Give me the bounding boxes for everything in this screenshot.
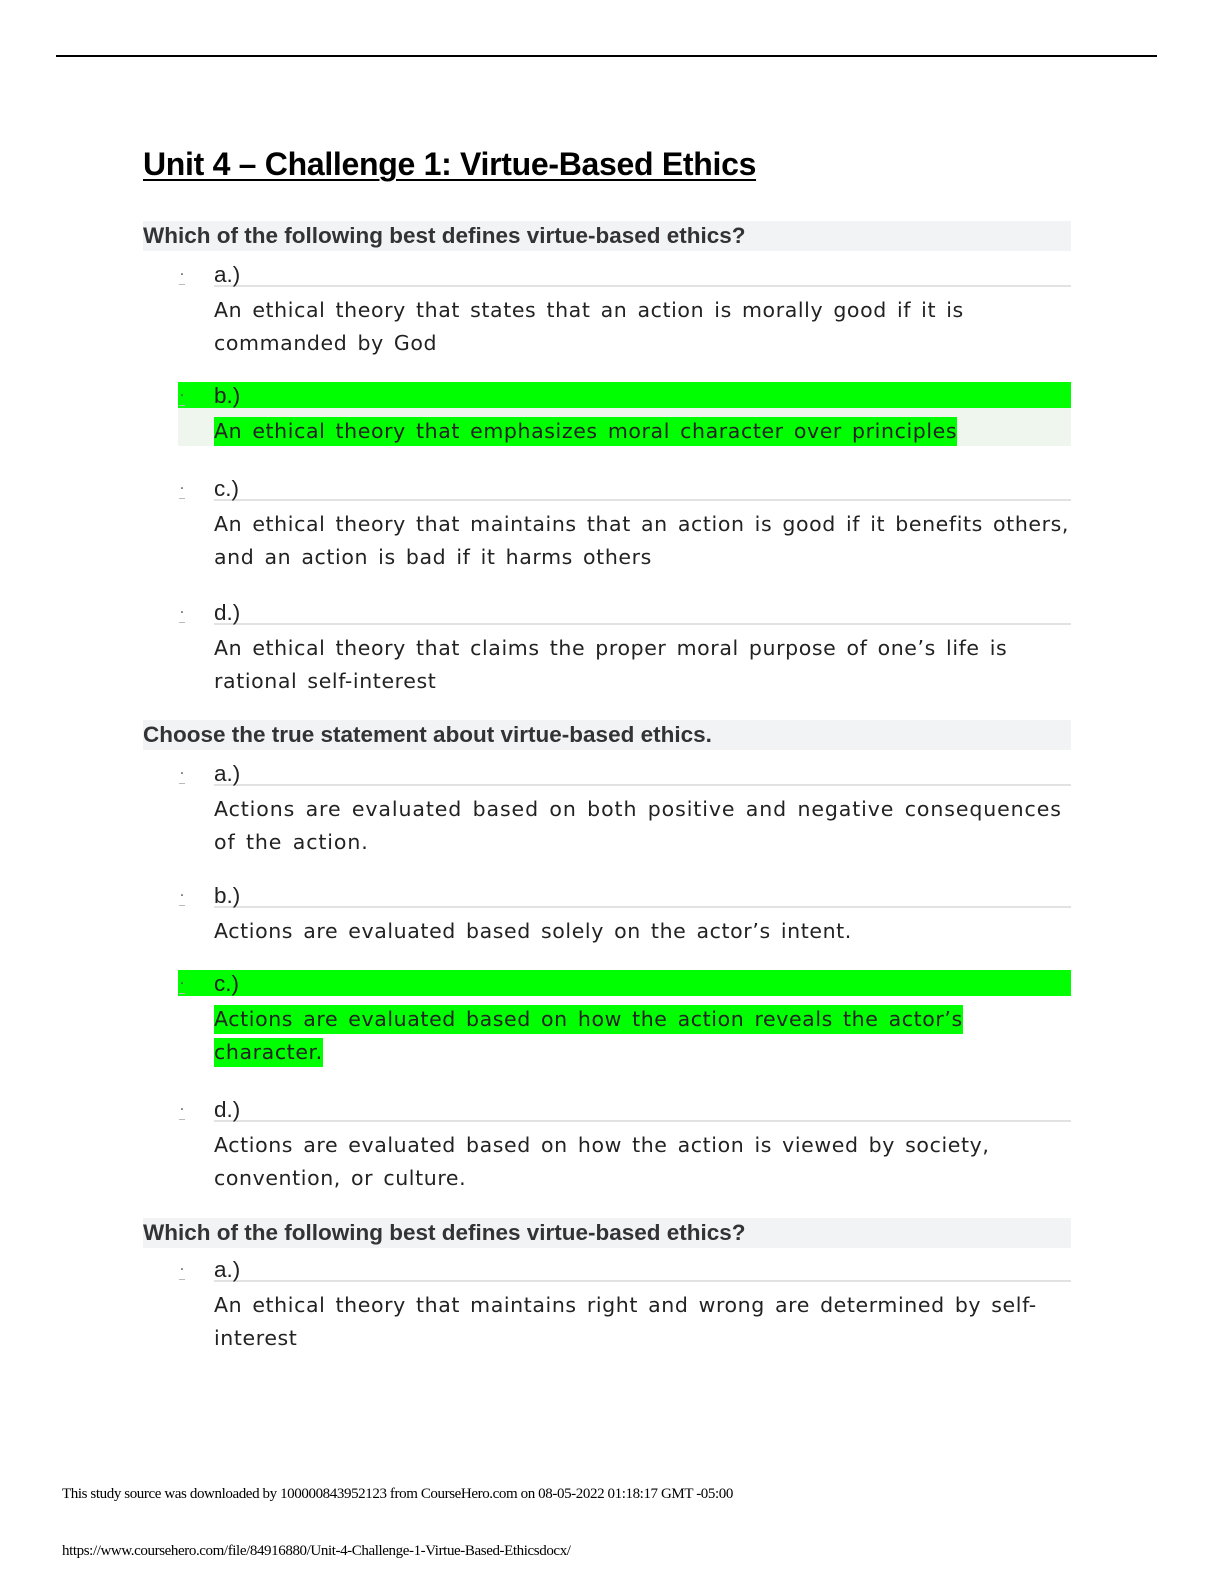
option-text: An ethical theory that emphasizes moral … [214, 415, 1071, 448]
option-letter: d.) [214, 1096, 1071, 1122]
source-url-link[interactable]: https://www.coursehero.com/file/84916880… [62, 1543, 571, 1559]
option-letter: a.) [214, 760, 1071, 786]
question-text: Which of the following best defines virt… [143, 221, 1071, 251]
bullet-icon: · [179, 1262, 185, 1280]
option-text: Actions are evaluated based solely on th… [214, 919, 852, 943]
bullet-icon: · [179, 388, 185, 406]
question-2: Choose the true statement about virtue-b… [143, 720, 1071, 1190]
option-letter: a.) [214, 261, 1071, 287]
document-title: Unit 4 – Challenge 1: Virtue-Based Ethic… [143, 146, 757, 182]
option-letter: a.) [214, 1256, 1071, 1282]
option-text: An ethical theory that claims the proper… [214, 636, 1008, 693]
option-letter: c.) [214, 970, 1071, 996]
bullet-icon: · [179, 976, 185, 994]
top-rule [56, 55, 1157, 57]
bullet-icon: · [179, 267, 185, 285]
option-letter: c.) [214, 475, 1071, 501]
question-text: Choose the true statement about virtue-b… [143, 720, 1071, 750]
bullet-icon: · [179, 888, 185, 906]
option-letter: b.) [214, 382, 1071, 408]
option-text: An ethical theory that maintains right a… [214, 1293, 1037, 1350]
bullet-icon: · [179, 481, 185, 499]
question-3: Which of the following best defines virt… [143, 1218, 1071, 1350]
bullet-icon: · [179, 766, 185, 784]
bullet-icon: · [179, 1102, 185, 1120]
option-letter: d.) [214, 599, 1071, 625]
download-source-note: This study source was downloaded by 1000… [62, 1486, 733, 1502]
option-text: An ethical theory that states that an ac… [214, 298, 964, 355]
option-text-highlight: Actions are evaluated based on how the a… [214, 1005, 963, 1067]
option-text: An ethical theory that maintains that an… [214, 512, 1070, 569]
option-text: Actions are evaluated based on how the a… [214, 1133, 990, 1190]
bullet-icon: · [179, 605, 185, 623]
option-letter: b.) [214, 882, 1071, 908]
option-text: Actions are evaluated based on both posi… [214, 797, 1062, 854]
question-text: Which of the following best defines virt… [143, 1218, 1071, 1248]
question-1: Which of the following best defines virt… [143, 221, 1071, 693]
option-text-highlight: An ethical theory that emphasizes moral … [214, 417, 958, 446]
option-text: Actions are evaluated based on how the a… [214, 1003, 1004, 1068]
